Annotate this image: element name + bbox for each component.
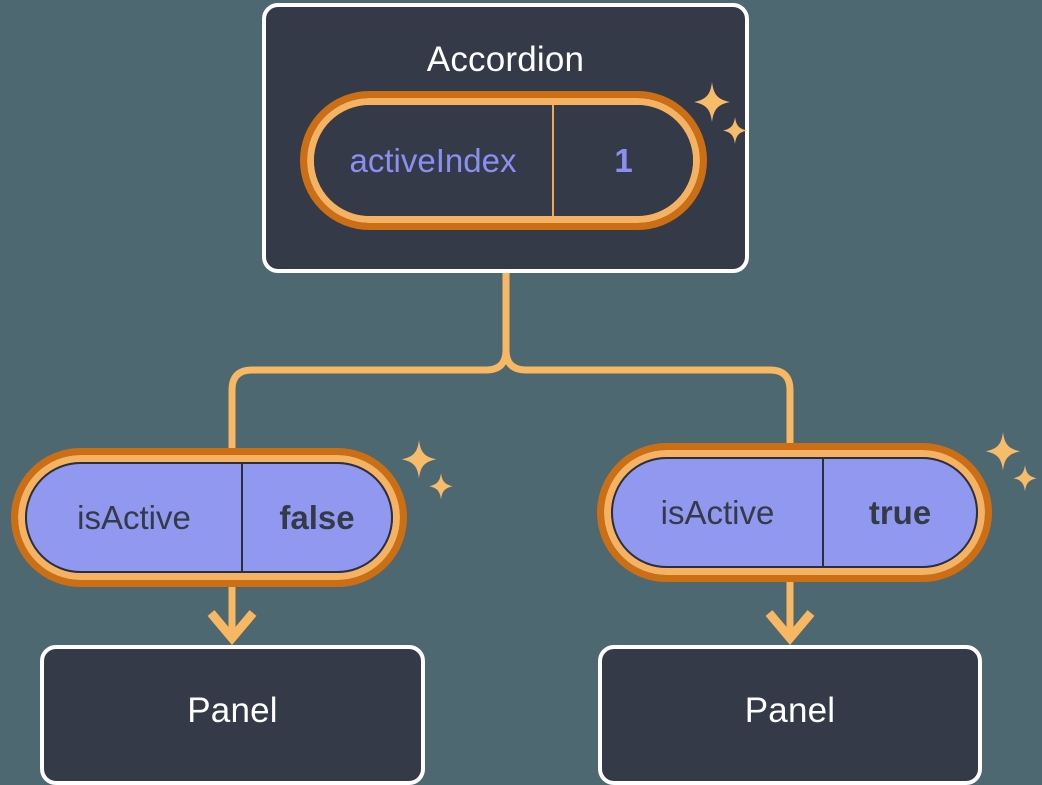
component-title-panel-left: Panel [187,691,278,730]
prop-pill-body: isActive false [25,462,393,573]
sparkle-large-icon [985,432,1021,471]
prop-pill-body: isActive true [611,457,978,568]
arrow-left-head [207,610,257,645]
prop-value-activeindex: 1 [614,141,633,179]
prop-pill-activeindex[interactable]: activeIndex 1 [300,91,707,230]
sparkle-icon [982,432,1040,501]
component-title-accordion: Accordion [426,40,585,79]
sparkle-small-icon [429,473,453,500]
prop-pill-isactive-false[interactable]: isActive false [11,448,407,587]
prop-value-isactive-left: false [279,498,355,536]
prop-key-activeindex: activeIndex [314,105,554,216]
component-title-panel-right: Panel [744,691,836,730]
sparkle-small-icon [1013,465,1037,492]
sparkle-large-icon [401,440,437,479]
prop-pill-body: activeIndex 1 [314,105,693,216]
prop-pill-isactive-true[interactable]: isActive true [597,443,992,582]
prop-key-isactive-left: isActive [27,464,243,571]
prop-key-isactive-right: isActive [613,459,824,566]
sparkle-icon [398,440,456,509]
component-box-panel-left[interactable]: Panel [40,645,425,785]
component-box-panel-right[interactable]: Panel [598,645,982,785]
arrow-right-head [765,610,815,645]
connector-branch-left [228,349,510,455]
connector-branch-right [502,349,794,450]
prop-value-isactive-right: true [868,493,932,531]
